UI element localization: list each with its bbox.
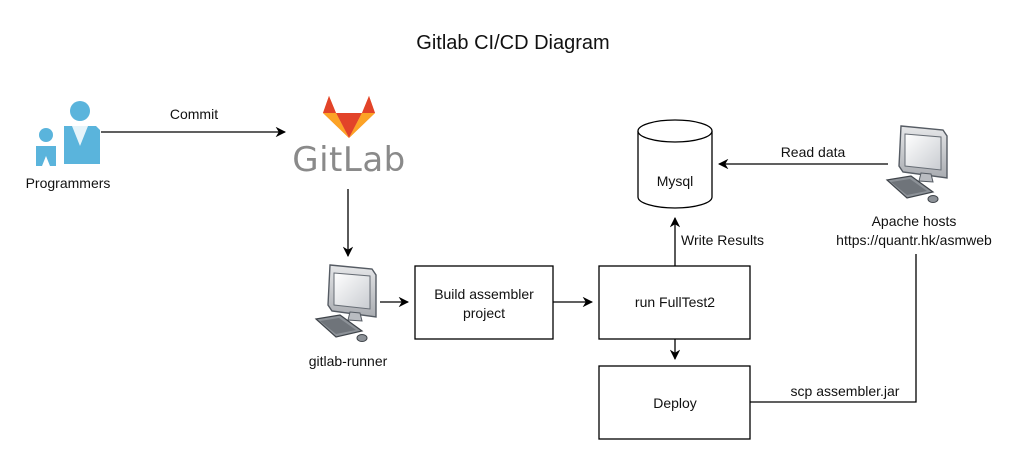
fulltest-box [598, 265, 751, 340]
deploy-box [598, 365, 751, 440]
mysql-label: Mysql [657, 173, 694, 189]
deploy-label: Deploy [653, 395, 697, 411]
build-box [414, 265, 554, 340]
database-icon [637, 119, 713, 209]
gitlab-wordmark: GitLab [292, 140, 405, 180]
build-label-line1: Build assembler [434, 286, 534, 302]
diagram-title: Gitlab CI/CD Diagram [416, 32, 609, 54]
edge-write-results-label: Write Results [681, 232, 764, 248]
edge-scp-label: scp assembler.jar [791, 383, 900, 399]
edge-commit-label: Commit [170, 106, 218, 122]
edge-scp [750, 254, 917, 403]
apache-label-line2: https://quantr.hk/asmweb [836, 232, 992, 248]
apache-label-line1: Apache hosts [872, 213, 957, 229]
build-label-line2: project [463, 305, 505, 321]
gitlab-logo [323, 96, 375, 138]
edge-read-data-label: Read data [781, 144, 846, 160]
programmers-label: Programmers [26, 175, 111, 191]
runner-computer-icon [315, 264, 377, 343]
fulltest-label: run FullTest2 [635, 294, 715, 310]
users-icon [36, 101, 100, 166]
apache-computer-icon [886, 125, 948, 204]
runner-label: gitlab-runner [309, 353, 388, 369]
